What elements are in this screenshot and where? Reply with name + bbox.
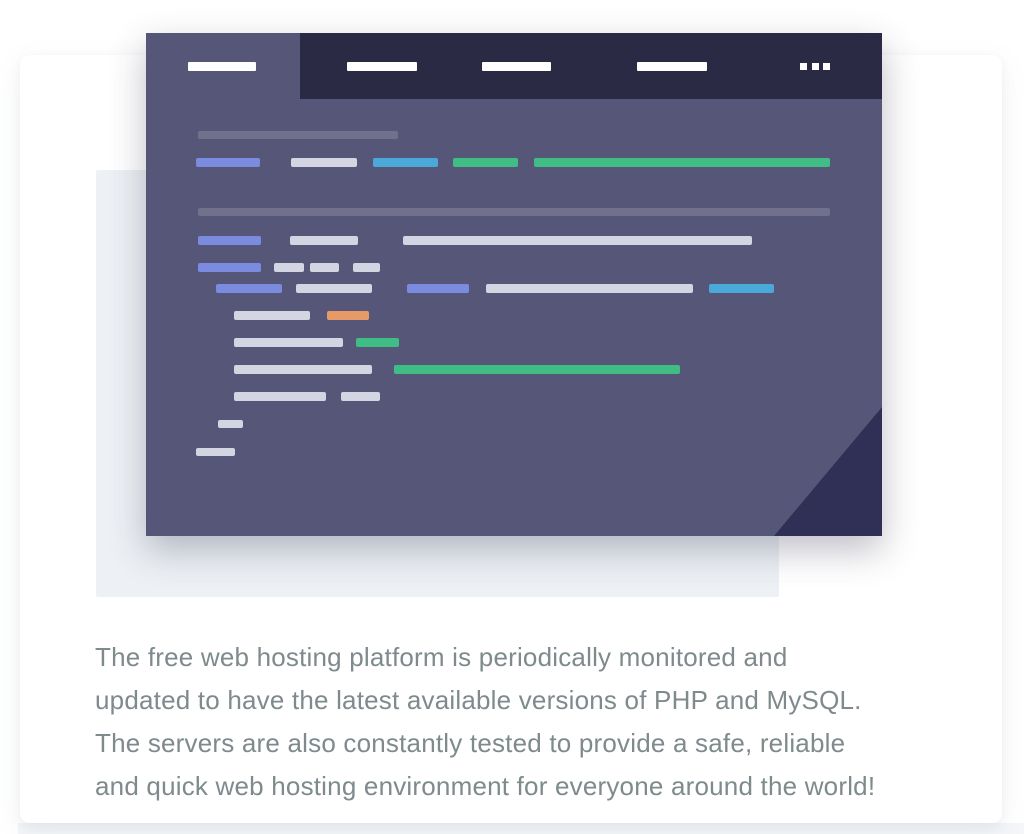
tab-bar (637, 62, 707, 71)
code-bar-gray (234, 311, 310, 320)
bottom-section-strip (18, 823, 1024, 834)
code-bar-blue (373, 158, 438, 167)
code-bar-blue (709, 284, 774, 293)
code-bar-gray (218, 420, 243, 428)
paragraph-line: The free web hosting platform is periodi… (95, 642, 788, 672)
code-bar-green (356, 338, 399, 347)
code-bar-gray (274, 263, 304, 272)
tab-bar (482, 62, 551, 71)
code-bar-gray (341, 392, 380, 401)
tab-bar (347, 62, 417, 71)
menu-dots-icon (812, 63, 819, 70)
code-bar-gray (296, 284, 372, 293)
code-layer (146, 33, 882, 536)
code-bar-periwinkle (216, 284, 282, 293)
code-bar-gray (291, 158, 357, 167)
code-bar-gray (234, 365, 372, 374)
editor-window (146, 33, 882, 536)
code-bar-gray (234, 338, 343, 347)
menu-dots-icon (823, 63, 830, 70)
code-bar-periwinkle (196, 158, 260, 167)
code-bar-gray (196, 448, 235, 456)
code-bar-gray (290, 236, 358, 245)
code-bar-orange (327, 311, 369, 320)
code-bar-periwinkle (198, 236, 261, 245)
code-bar-periwinkle (407, 284, 469, 293)
paragraph-line: and quick web hosting environment for ev… (95, 771, 876, 801)
code-bar-gray (310, 263, 339, 272)
code-bar-muted (198, 208, 830, 216)
code-bar-periwinkle (198, 263, 261, 272)
code-bar-muted (198, 131, 398, 139)
code-bar-green (534, 158, 830, 167)
hosting-description-paragraph: The free web hosting platform is periodi… (95, 636, 995, 808)
menu-dots-icon (800, 63, 807, 70)
paragraph-line: updated to have the latest available ver… (95, 685, 862, 715)
code-bar-gray (234, 392, 326, 401)
code-bar-gray (353, 263, 380, 272)
code-bar-green (394, 365, 680, 374)
paragraph-line: The servers are also constantly tested t… (95, 728, 846, 758)
code-bar-gray (403, 236, 752, 245)
active-tab-bar (188, 62, 256, 71)
code-bar-gray (486, 284, 693, 293)
window-tabs-layer (146, 33, 882, 536)
code-bar-green (453, 158, 518, 167)
